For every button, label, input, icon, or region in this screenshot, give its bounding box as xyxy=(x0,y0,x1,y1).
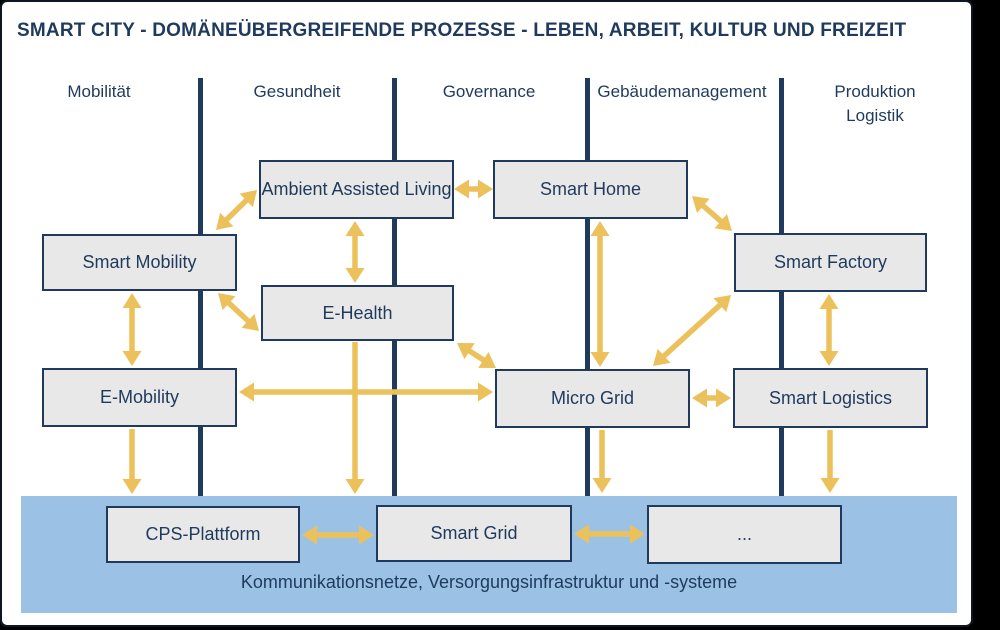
node-smart-logistics: Smart Logistics xyxy=(733,368,928,428)
column-header-health: Gesundheit xyxy=(253,82,341,101)
arrow-e-health-infrastructure xyxy=(345,342,365,494)
domain-separator-line-3 xyxy=(585,78,590,496)
node-smart-grid: Smart Grid xyxy=(376,505,572,562)
node-e-health: E-Health xyxy=(261,285,454,341)
arrow-e-mobility-micro-grid xyxy=(239,382,493,402)
arrow-e-mobility-infrastructure xyxy=(122,429,142,494)
arrow-smart-home-smart-factory xyxy=(692,196,732,231)
arrow-smart-home-micro-grid xyxy=(590,221,610,367)
node-cps-plattform: CPS-Plattform xyxy=(106,506,300,563)
column-header-governance: Governance xyxy=(442,82,536,101)
column-header-production-line1: Produktion xyxy=(834,82,916,101)
column-header-mobility: Mobilität xyxy=(67,82,131,101)
arrow-micro-grid-infrastructure xyxy=(592,430,612,493)
node-ellipsis: ... xyxy=(647,505,842,564)
arrow-smart-logistics-infrastructure xyxy=(820,430,840,493)
arrow-aal-smart-home xyxy=(454,179,493,199)
node-smart-factory: Smart Factory xyxy=(734,233,927,292)
column-header-production: Produktion Logistik xyxy=(770,80,980,128)
diagram-title: SMART CITY - DOMÄNEÜBERGREIFENDE PROZESS… xyxy=(17,20,907,41)
node-micro-grid: Micro Grid xyxy=(495,369,690,428)
column-header-building: Gebäudemanagement xyxy=(597,82,767,101)
column-header-production-line2: Logistik xyxy=(846,106,904,125)
arrow-smart-mobility-e-health xyxy=(218,293,259,331)
arrow-micro-grid-smart-factory xyxy=(653,295,731,366)
infrastructure-label: Kommunikationsnetze, Versorgungsinfrastr… xyxy=(240,572,738,592)
node-smart-home: Smart Home xyxy=(493,160,688,219)
node-e-mobility: E-Mobility xyxy=(42,368,237,427)
diagram-frame: SMART CITY - DOMÄNEÜBERGREIFENDE PROZESS… xyxy=(0,0,973,627)
arrow-smart-mobility-e-mobility xyxy=(122,293,142,366)
arrow-aal-e-health xyxy=(345,221,365,283)
node-ambient-assisted-living: Ambient Assisted Living xyxy=(259,160,454,219)
arrow-e-health-micro-grid xyxy=(457,343,496,368)
node-smart-mobility: Smart Mobility xyxy=(42,234,237,291)
arrow-smart-mobility-aal xyxy=(216,190,257,230)
arrow-micro-grid-smart-logistics xyxy=(692,388,731,408)
arrow-smart-factory-smart-logistics xyxy=(819,294,839,366)
